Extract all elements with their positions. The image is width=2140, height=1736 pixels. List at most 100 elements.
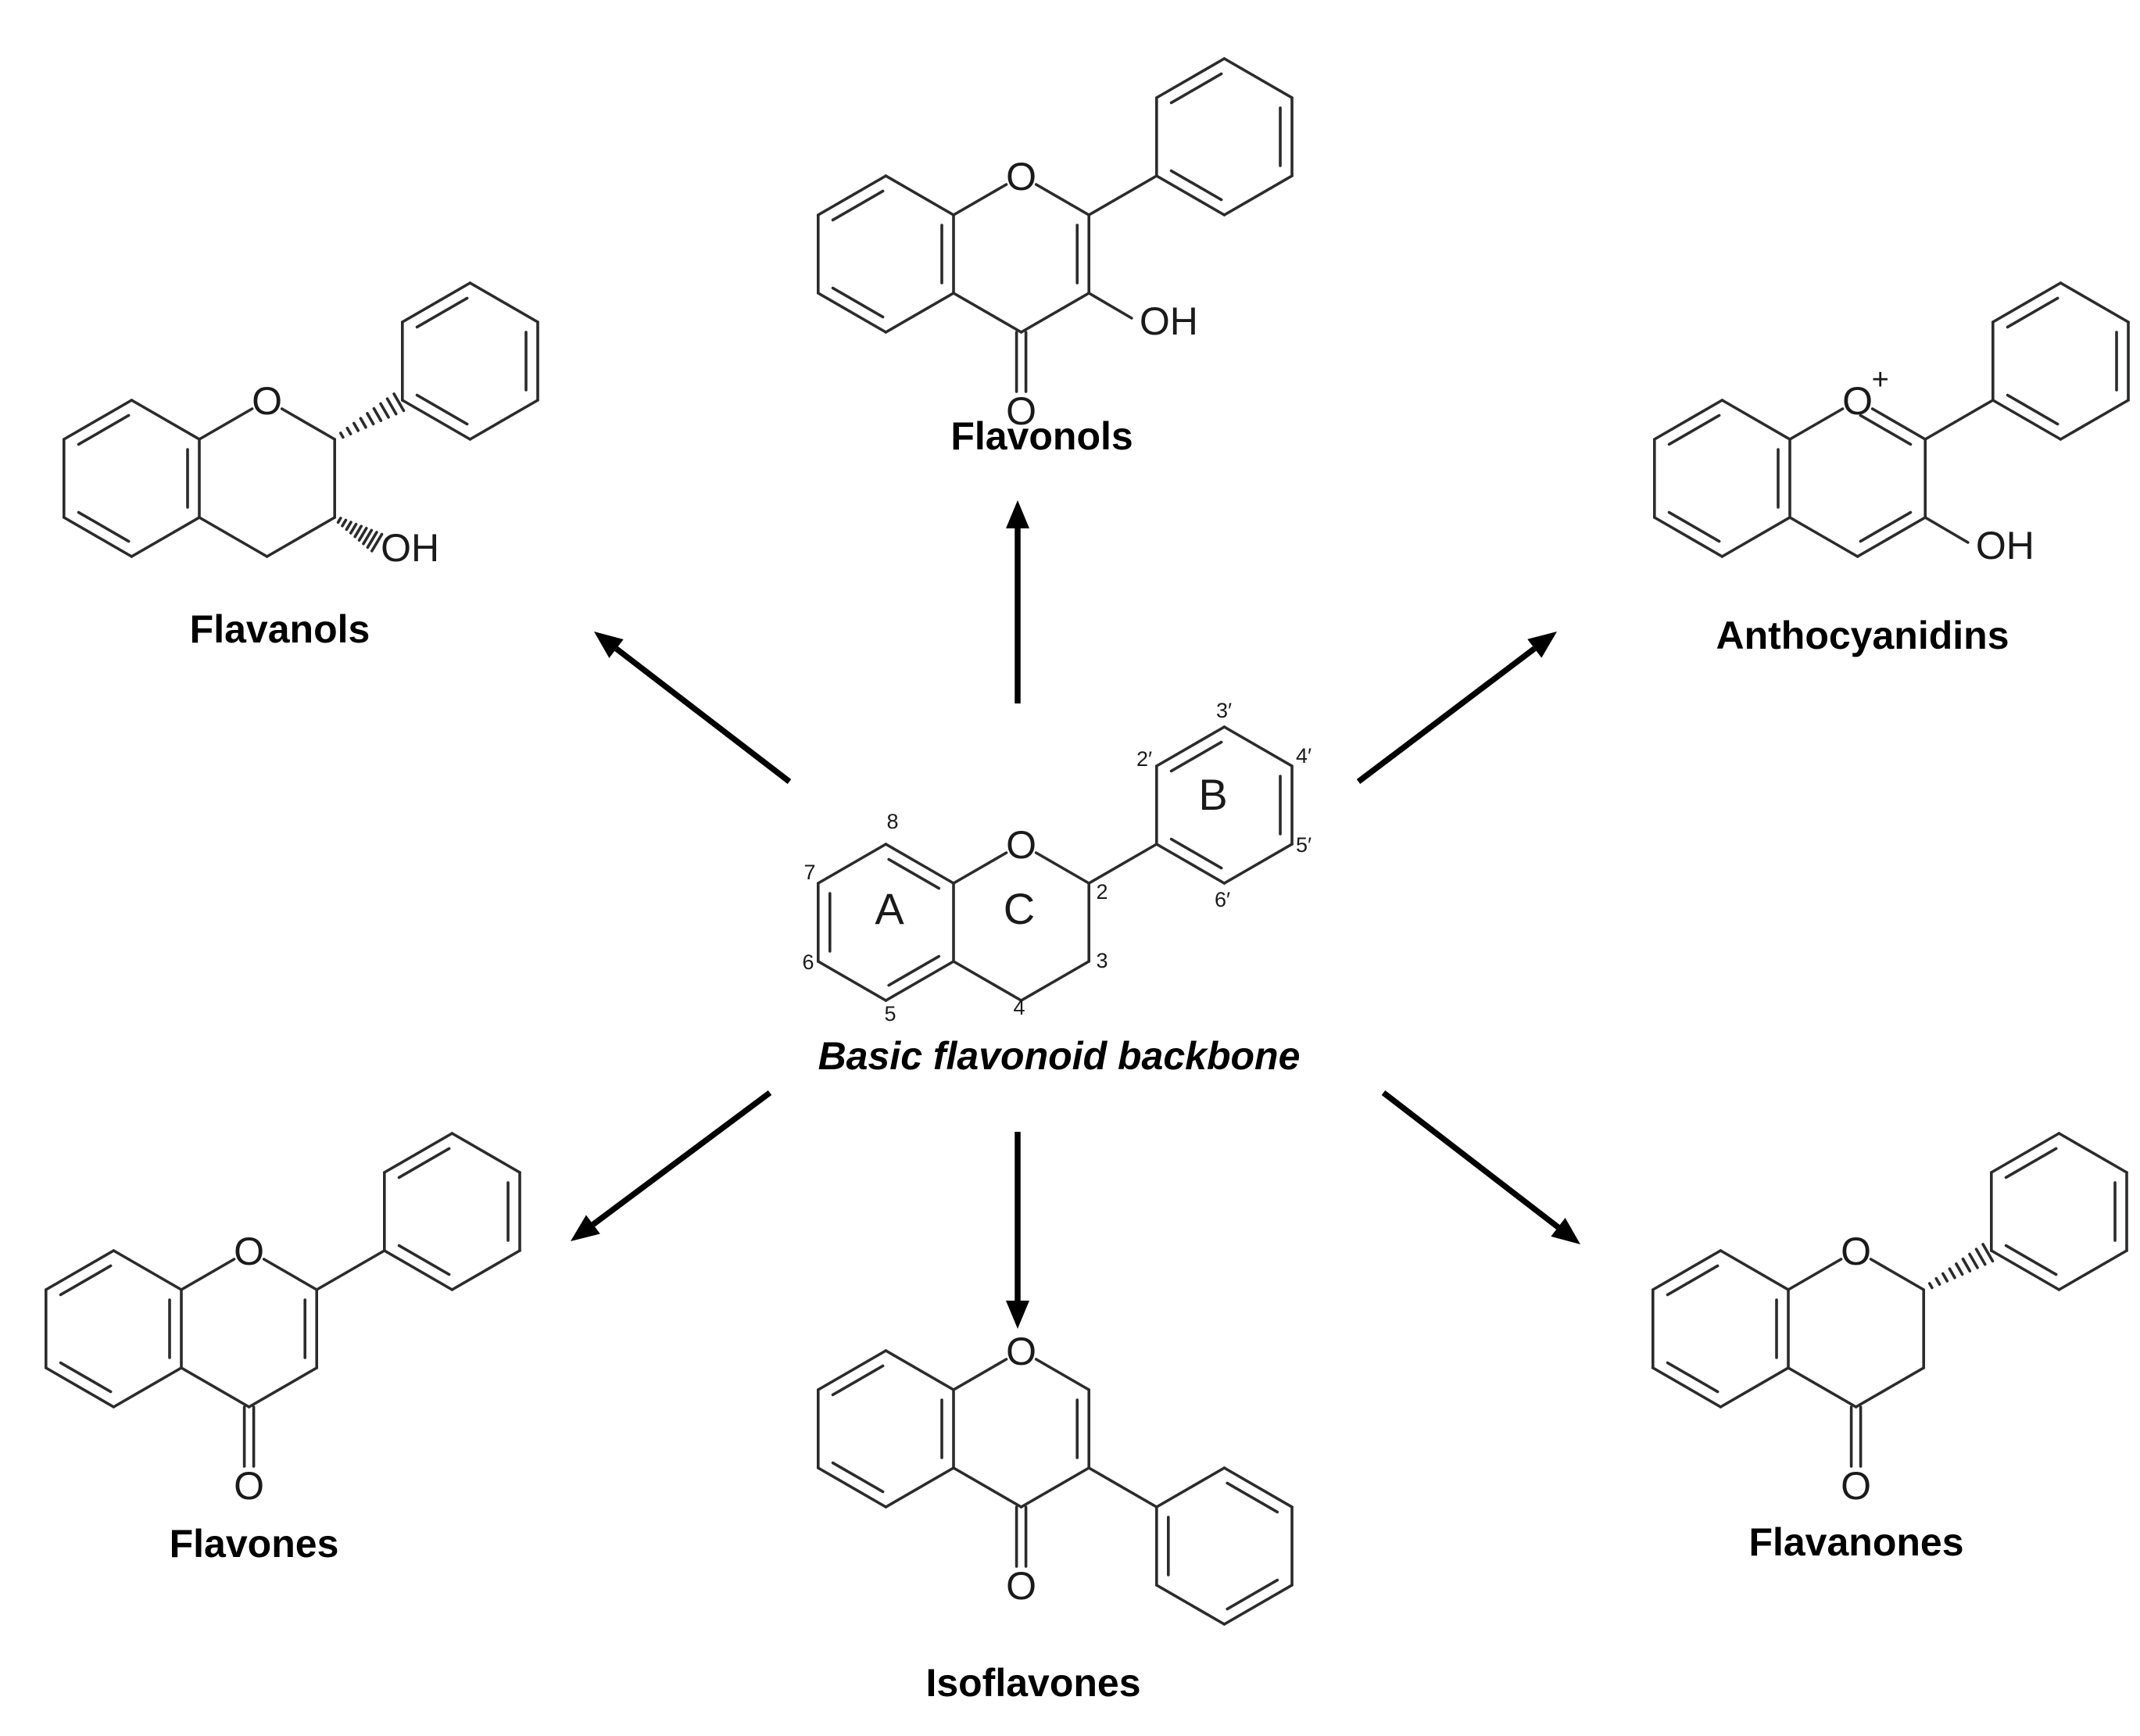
ring-a-bond bbox=[1720, 516, 1791, 558]
ring-a-double-bond bbox=[1666, 1361, 1720, 1394]
stereo-hashed-bond bbox=[353, 524, 363, 539]
carbonyl-oxygen: O bbox=[1006, 389, 1036, 433]
ring-a-double-bond bbox=[1667, 413, 1721, 446]
positive-charge: + bbox=[1872, 363, 1889, 396]
ring-a-bond bbox=[1651, 1366, 1723, 1408]
hydroxyl-label: OH bbox=[1976, 524, 2034, 567]
stereo-hashed-bond bbox=[1934, 1276, 1941, 1287]
ring-b-bond bbox=[2059, 281, 2130, 324]
ring-a-bond bbox=[112, 1249, 183, 1291]
ring-b-double-bond bbox=[2004, 1147, 2058, 1179]
position-5: 5 bbox=[884, 1002, 896, 1025]
arrow-to-anthocyanidins-shaft bbox=[1356, 646, 1537, 784]
ring-c-bond bbox=[1034, 1358, 1091, 1391]
ring-b-bond bbox=[450, 1132, 521, 1174]
arrows bbox=[571, 500, 1580, 1329]
ring-a-bond bbox=[816, 292, 888, 334]
flavones-structure: OO bbox=[44, 1132, 521, 1508]
isoflavones-structure: OO bbox=[816, 1330, 1294, 1626]
ring-c-bond bbox=[1787, 1258, 1843, 1291]
position-5-prime: 5′ bbox=[1296, 833, 1312, 857]
hydroxyl-label: OH bbox=[1140, 299, 1198, 343]
ring-a-bond bbox=[1652, 399, 1724, 441]
flavanones-label: Flavanones bbox=[1748, 1520, 1963, 1564]
ring-a-double-bond bbox=[59, 1361, 113, 1394]
ring-b-bond bbox=[401, 399, 472, 441]
ring-a-bond bbox=[816, 843, 888, 885]
ring-b-double-bond bbox=[397, 1147, 451, 1179]
ring-a-bond bbox=[816, 1349, 888, 1391]
ring-b-bond bbox=[2057, 1132, 2128, 1174]
stereo-hashed-bond bbox=[349, 522, 358, 535]
position-4-prime: 4′ bbox=[1296, 744, 1312, 768]
ring-a-double-bond bbox=[77, 413, 131, 446]
ring-c-bond bbox=[952, 960, 1023, 1002]
position-2-prime: 2′ bbox=[1136, 747, 1152, 771]
ring-c-bond bbox=[1869, 1258, 1926, 1291]
stereo-hashed-bond bbox=[362, 528, 374, 546]
ring-b-bond bbox=[383, 1249, 454, 1291]
ring-oxygen: O bbox=[252, 379, 282, 423]
ring-a-bond bbox=[884, 292, 955, 334]
ring-c-bond bbox=[1019, 292, 1091, 334]
stereo-hashed-bond bbox=[1981, 1243, 1995, 1263]
ring-b-bond bbox=[2059, 399, 2130, 441]
ring-c-bond bbox=[280, 407, 337, 441]
center-label: Basic flavonoid backbone bbox=[818, 1034, 1301, 1078]
stereo-hashed-bond bbox=[1948, 1267, 1956, 1280]
stereo-hashed-bond bbox=[370, 532, 384, 553]
ring-b-bond bbox=[1155, 57, 1226, 99]
ring-a-bond bbox=[816, 174, 888, 217]
ring-b-double-bond bbox=[2006, 393, 2059, 426]
ring-c-bond bbox=[247, 1366, 319, 1408]
ring-a-bond bbox=[884, 1466, 955, 1509]
phenyl-link-bond bbox=[1087, 1466, 1158, 1509]
ring-c-bond bbox=[1788, 516, 1859, 558]
ring-b-double-bond bbox=[397, 1244, 451, 1276]
ring-b-double-bond bbox=[1169, 72, 1223, 105]
carbonyl-oxygen: O bbox=[234, 1464, 264, 1508]
position-6: 6 bbox=[802, 950, 814, 974]
ring-b-double-bond bbox=[2006, 296, 2059, 329]
phenyl-link-bond bbox=[1087, 843, 1158, 885]
flavonols-label: Flavonols bbox=[950, 414, 1133, 458]
hydroxyl-bond bbox=[1923, 516, 1970, 544]
ring-b-bond bbox=[1222, 725, 1294, 768]
position-4: 4 bbox=[1013, 996, 1025, 1019]
ring-b-double-bond bbox=[415, 296, 469, 329]
ring-c-bond bbox=[952, 851, 1008, 885]
ring-a-bond bbox=[884, 960, 955, 1002]
ring-c-bond bbox=[262, 1258, 319, 1291]
stereo-hashed-bond bbox=[366, 531, 378, 549]
ring-a-bond bbox=[112, 1366, 183, 1408]
position-7: 7 bbox=[803, 861, 815, 884]
arrow-to-flavones-head bbox=[571, 1215, 600, 1241]
ring-c-bond bbox=[1856, 516, 1927, 558]
ring-c-bond bbox=[1854, 1366, 1926, 1408]
ring-a-double-bond bbox=[77, 510, 131, 543]
arrow-to-anthocyanidins-head bbox=[1527, 632, 1557, 658]
ring-a-bond bbox=[816, 960, 888, 1002]
ring-b-double-bond bbox=[1169, 740, 1223, 773]
ring-b-bond bbox=[1155, 1584, 1226, 1626]
ring-a-bond bbox=[1651, 1249, 1723, 1291]
stereo-hashed-bond bbox=[352, 421, 360, 432]
arrow-to-flavanols-shaft bbox=[614, 646, 792, 784]
ring-b-double-bond bbox=[1226, 1578, 1279, 1611]
ring-a-bond bbox=[44, 1366, 116, 1408]
ring-a-bond bbox=[1719, 1366, 1790, 1408]
stereo-hashed-bond bbox=[345, 521, 352, 532]
ring-a-double-bond bbox=[1667, 510, 1721, 543]
stereo-hashed-bond bbox=[345, 426, 352, 436]
ring-b-double-bond bbox=[1169, 837, 1223, 870]
flavanols-structure: OOH bbox=[62, 281, 539, 570]
ring-c-bond bbox=[952, 1358, 1008, 1391]
arrow-to-flavonols-head bbox=[1006, 500, 1029, 528]
ring-a-double-bond bbox=[831, 286, 885, 319]
ring-oxygen: O bbox=[1006, 1330, 1036, 1373]
ring-a-bond bbox=[884, 174, 955, 217]
ring-a-bond bbox=[130, 516, 201, 558]
ring-b-bond bbox=[1990, 1132, 2061, 1174]
